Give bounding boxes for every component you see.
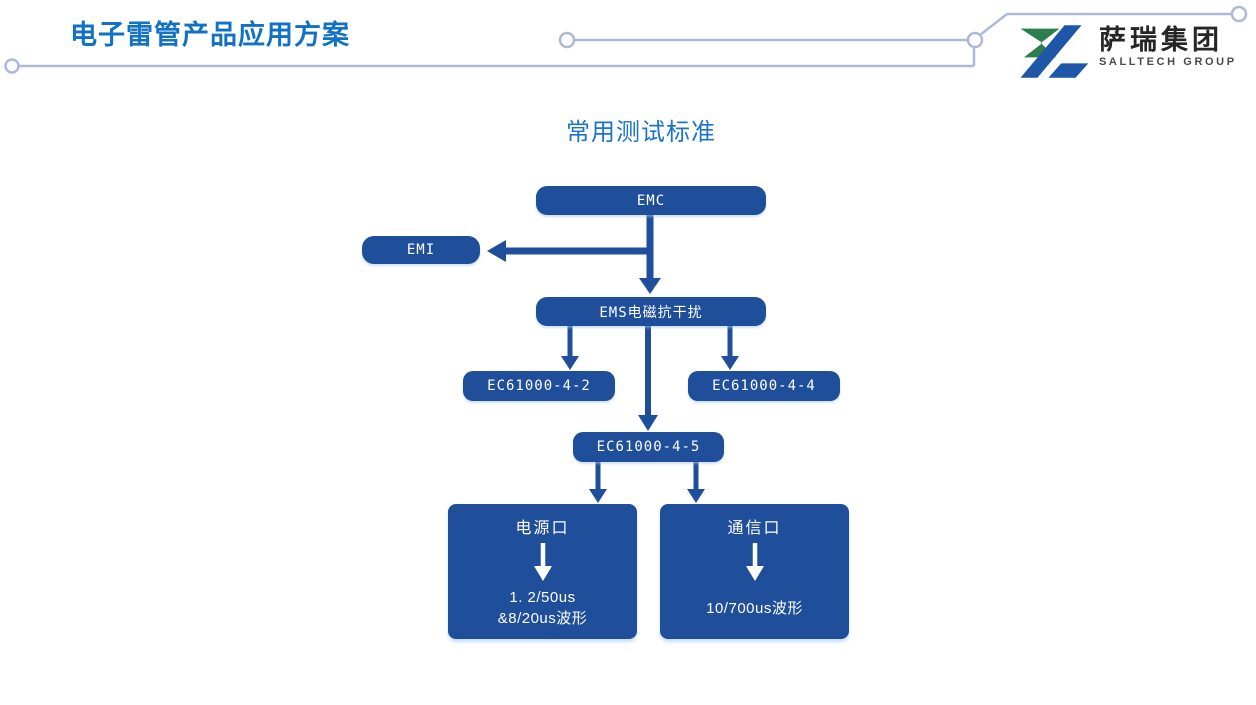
diagram-title: 常用测试标准 bbox=[566, 119, 716, 146]
node-comm-port: 通信口 10/700us波形 bbox=[660, 504, 849, 639]
comm-waveform-line1: 10/700us波形 bbox=[706, 599, 803, 617]
node-ec61000-4-4: EC61000-4-4 bbox=[688, 371, 840, 401]
power-waveform-line2: &8/20us波形 bbox=[497, 610, 588, 627]
company-logo: 萨瑞集团 SALLTECH GROUP bbox=[1012, 25, 1237, 78]
node-emc: EMC bbox=[536, 186, 766, 215]
node-ems: EMS电磁抗干扰 bbox=[536, 297, 766, 326]
power-port-waveform: 1. 2/50us &8/20us波形 bbox=[498, 583, 588, 633]
down-arrow-icon bbox=[745, 543, 764, 581]
comm-port-title: 通信口 bbox=[727, 520, 782, 537]
arrowhead-ems bbox=[639, 278, 661, 294]
down-arrow-icon bbox=[533, 543, 552, 581]
decor-circle-junction bbox=[966, 31, 984, 49]
logo-text: 萨瑞集团 SALLTECH GROUP bbox=[1099, 25, 1237, 68]
logo-name-en: SALLTECH GROUP bbox=[1099, 56, 1237, 68]
arrowhead-ec5 bbox=[638, 415, 658, 431]
decor-circle-left bbox=[4, 58, 20, 74]
salltech-logo-icon bbox=[1020, 25, 1089, 78]
arrowhead-power bbox=[589, 489, 607, 503]
decor-circle-right bbox=[1230, 5, 1248, 23]
arrowhead-comm bbox=[687, 489, 705, 503]
node-ec61000-4-5: EC61000-4-5 bbox=[573, 432, 724, 462]
page-title: 电子雷管产品应用方案 bbox=[70, 20, 350, 50]
power-waveform-line1: 1. 2/50us bbox=[509, 589, 576, 606]
arrowhead-ec2 bbox=[561, 356, 579, 370]
power-port-title: 电源口 bbox=[515, 520, 570, 537]
arrowhead-ec4 bbox=[721, 356, 739, 370]
comm-port-waveform: 10/700us波形 bbox=[706, 583, 803, 633]
node-power-port: 电源口 1. 2/50us &8/20us波形 bbox=[448, 504, 637, 639]
node-emi: EMI bbox=[362, 236, 480, 264]
decor-circle-mid bbox=[558, 31, 576, 49]
arrowhead-emi bbox=[487, 240, 506, 262]
logo-name-cn: 萨瑞集团 bbox=[1099, 25, 1223, 55]
node-ec61000-4-2: EC61000-4-2 bbox=[463, 371, 615, 401]
